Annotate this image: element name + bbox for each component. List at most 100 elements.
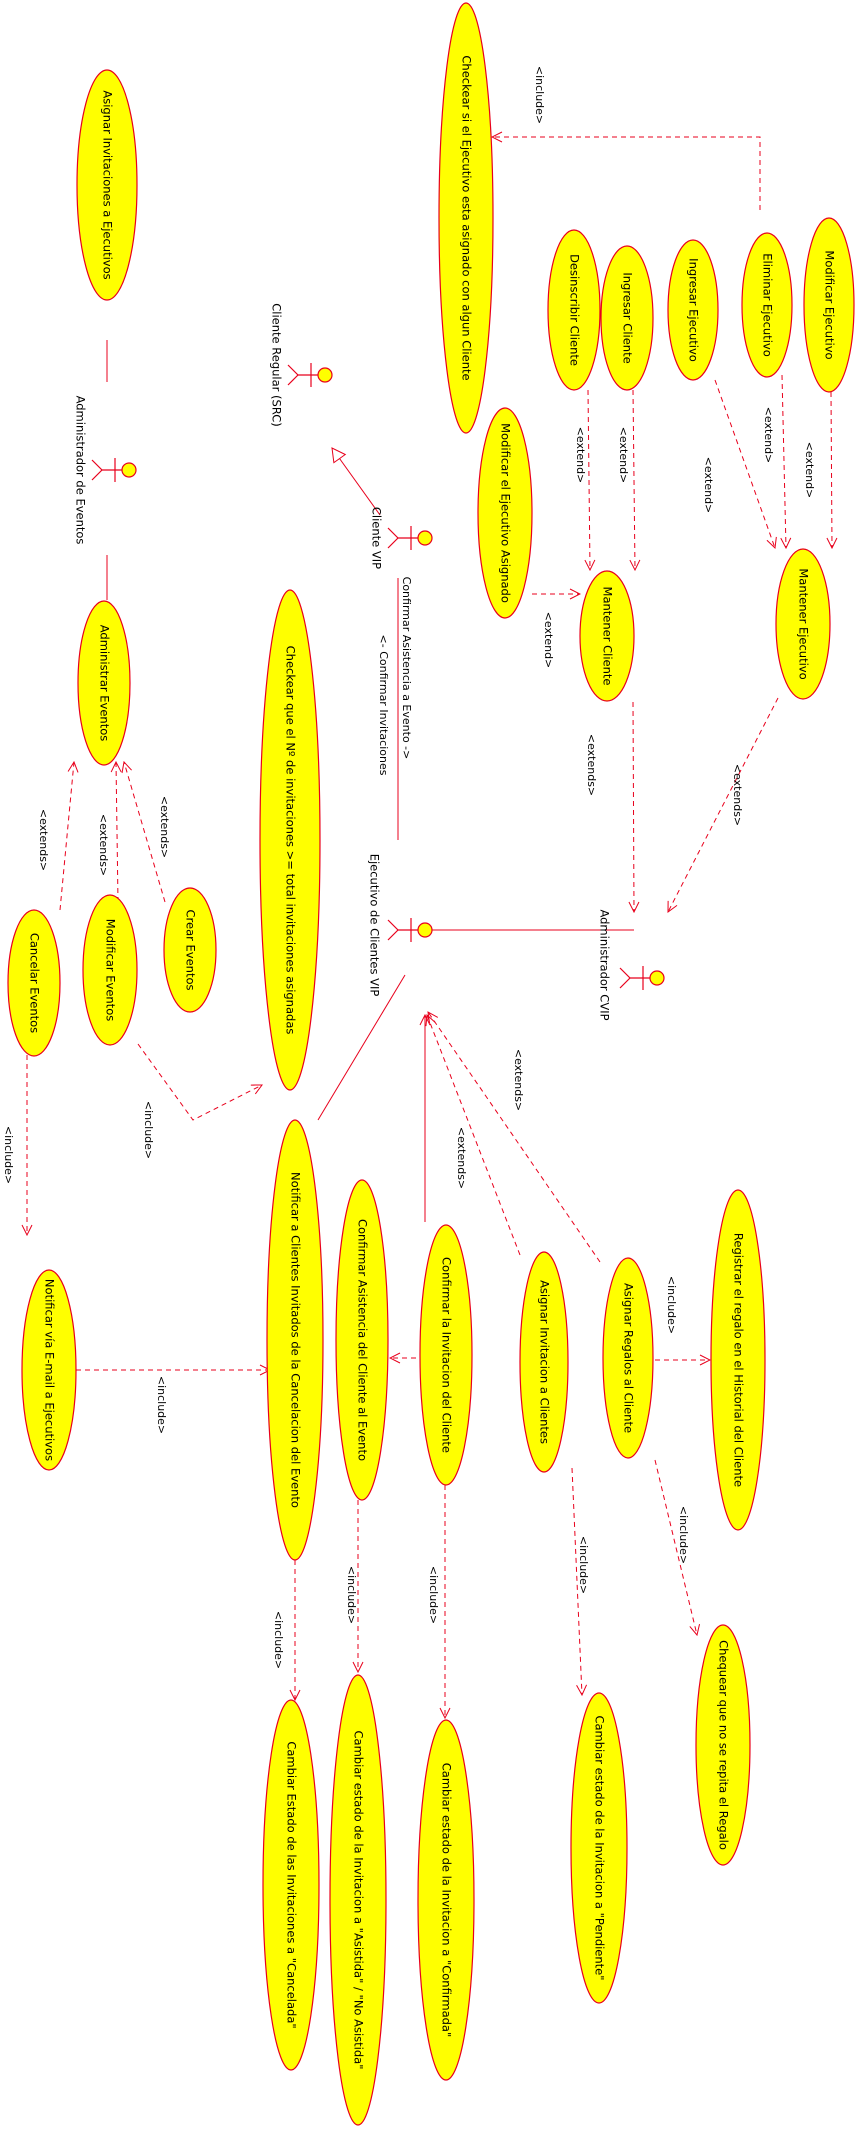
use-case-modificar-ejecutivo-asignado[interactable]: Modificar el Ejecutivo Asignado: [477, 407, 533, 619]
extend-arrow-mantener-ejecutivo: [668, 697, 779, 912]
use-case-modificar-ejecutivo[interactable]: Modificar Ejecutivo: [803, 217, 855, 393]
label-extend-eliminar-ejecutivo: <extend>: [762, 407, 775, 464]
label-extends-asignar: <extends>: [512, 1049, 525, 1111]
actor-label-administrador-cvip: Administrador CVIP: [598, 909, 612, 1020]
use-case-label: Asignar Invitaciones a Ejecutivos: [101, 90, 115, 279]
use-case-label: Confirmar Asistencia del Cliente al Even…: [356, 1219, 370, 1461]
use-case-cambiar-pendiente[interactable]: Cambiar estado de la Invitacion a "Pendi…: [570, 1692, 628, 2004]
label-include-asistida: <include>: [345, 1566, 358, 1624]
actor-ejecutivo-vip[interactable]: [387, 918, 433, 942]
use-case-asignar-invitacion-clientes[interactable]: Asignar Invitacion a Clientes: [519, 1251, 569, 1473]
actor-label-cliente-vip: Cliente VIP: [370, 507, 384, 569]
label-include-modificar: <include>: [142, 1101, 155, 1159]
use-case-label: Asignar Invitacion a Clientes: [538, 1280, 552, 1444]
use-case-asignar-regalos[interactable]: Asignar Regalos al Cliente: [602, 1257, 654, 1459]
use-case-label: Cambiar Estado de las Invitaciones a "Ca…: [285, 1741, 299, 2028]
label-include-pendiente: <include>: [577, 1536, 590, 1594]
message-confirmar-asistencia: Confirmar Asistencia a Evento ->: [400, 577, 413, 760]
use-case-label: Checkear si el Ejecutivo esta asignado c…: [460, 55, 474, 380]
use-case-notificar-clientes[interactable]: Notificar a Clientes Invitados de la Can…: [266, 1119, 324, 1561]
use-case-cambiar-confirmada[interactable]: Cambiar estado de la Invitacion a "Confi…: [417, 1719, 475, 2081]
label-extends-cancelar: <extends>: [37, 809, 50, 871]
extend-arrow-asignar-invitacion: [427, 1015, 521, 1256]
use-case-label: Mantener Ejecutivo: [797, 568, 811, 679]
use-case-label: Eliminar Ejecutivo: [761, 253, 775, 356]
actor-cliente-regular[interactable]: [287, 363, 333, 387]
label-include-top: <include>: [533, 66, 546, 124]
label-extends-crear: <extends>: [158, 796, 171, 858]
message-confirmar-invitaciones: <- Confirmar Invitaciones: [377, 635, 390, 776]
use-case-label: Cambiar estado de la Invitacion a "Confi…: [440, 1763, 454, 2037]
include-arrow-chequear: [654, 1459, 697, 1635]
use-case-confirmar-asistencia[interactable]: Confirmar Asistencia del Cliente al Even…: [335, 1179, 389, 1501]
use-case-eliminar-ejecutivo[interactable]: Eliminar Ejecutivo: [741, 232, 793, 378]
generalization-vip-regular: [331, 447, 381, 516]
label-extend-ingresar-cliente: <extend>: [617, 427, 630, 484]
use-case-label: Notificar vía E-mail a Ejecutivos: [43, 1279, 57, 1461]
label-include-confirmada: <include>: [427, 1566, 440, 1624]
use-case-label: Confirmar la Invitacion del Cliente: [440, 1257, 454, 1453]
actor-label-ejecutivo-vip: Ejecutivo de Clientes VIP: [368, 854, 382, 997]
use-case-mantener-ejecutivo[interactable]: Mantener Ejecutivo: [775, 548, 831, 700]
use-case-label: Modificar Eventos: [104, 919, 118, 1021]
use-case-label: Desinscribir Cliente: [568, 254, 582, 366]
actor-cliente-vip[interactable]: [387, 526, 433, 550]
use-case-label: Mantener Cliente: [601, 587, 615, 686]
label-include-email: <include>: [155, 1376, 168, 1434]
use-case-label: Cambiar estado de la Invitacion a "Pendi…: [593, 1715, 607, 1980]
use-case-asignar-invitaciones[interactable]: Asignar Invitaciones a Ejecutivos: [76, 69, 138, 301]
label-extend-desinscribir: <extend>: [574, 427, 587, 484]
actor-label-administrador-eventos: Administrador de Eventos: [74, 396, 88, 545]
use-case-administrar-eventos[interactable]: Administrar Eventos: [77, 600, 131, 766]
use-case-cambiar-asistida[interactable]: Cambiar estado de la Invitacion a "Asist…: [329, 1674, 387, 2126]
include-arrow-modificar-checkear: [137, 1043, 262, 1121]
use-case-cancelar-eventos[interactable]: Cancelar Eventos: [7, 909, 61, 1057]
use-case-desinscribir-cliente[interactable]: Desinscribir Cliente: [547, 229, 601, 391]
extend-arrow-modificar-eventos: [116, 762, 118, 903]
extend-arrow-ingresar-ejecutivo: [714, 379, 775, 548]
label-extend-modificar-ejecutivo: <extend>: [803, 442, 816, 499]
use-case-label: Administrar Eventos: [98, 625, 112, 741]
use-case-checkear-ejecutivo-asignado[interactable]: Checkear si el Ejecutivo esta asignado c…: [438, 2, 494, 434]
use-case-registrar-regalo[interactable]: Registrar el regalo en el Historial del …: [710, 1189, 766, 1531]
use-case-label: Checkear que el Nº de invitaciones >= to…: [284, 646, 298, 1035]
use-case-confirmar-invitacion[interactable]: Confirmar la Invitacion del Cliente: [419, 1224, 473, 1486]
use-case-label: Registrar el regalo en el Historial del …: [732, 1233, 746, 1487]
use-case-label: Notificar a Clientes Invitados de la Can…: [289, 1172, 303, 1508]
use-case-cambiar-cancelada[interactable]: Cambiar Estado de las Invitaciones a "Ca…: [262, 1699, 320, 2071]
label-include-cancelada: <include>: [272, 1611, 285, 1669]
actor-administrador-eventos[interactable]: [91, 458, 137, 482]
extend-arrow-cancelar: [59, 762, 74, 911]
label-extends-mantener-ejecutivo: <extends>: [731, 764, 744, 826]
use-case-label: Chequear que no se repita el Regalo: [717, 1640, 731, 1850]
extend-arrow-desinscribir: [588, 389, 590, 570]
actor-label-cliente-regular: Cliente Regular (SRC): [270, 303, 284, 427]
use-case-label: Ingresar Ejecutivo: [687, 258, 701, 362]
extend-arrow-crear: [124, 762, 166, 903]
use-case-ingresar-cliente[interactable]: Ingresar Cliente: [600, 245, 654, 391]
label-extend-ingresar-ejecutivo: <extend>: [702, 457, 715, 514]
use-case-label: Ingresar Cliente: [621, 272, 635, 363]
use-case-label: Asignar Regalos al Cliente: [622, 1283, 636, 1433]
extend-arrow-eliminar-ejecutivo: [782, 374, 786, 548]
label-extends-mantener-cliente: <extends>: [585, 734, 598, 796]
use-case-notificar-email[interactable]: Notificar vía E-mail a Ejecutivos: [21, 1269, 77, 1471]
include-arrow-checkear-ejecutivo: [492, 137, 761, 210]
use-case-ingresar-ejecutivo[interactable]: Ingresar Ejecutivo: [667, 239, 719, 381]
use-case-checkear-invitaciones[interactable]: Checkear que el Nº de invitaciones >= to…: [259, 589, 321, 1091]
extend-arrow-modificar-ejecutivo: [831, 391, 832, 548]
use-case-crear-eventos[interactable]: Crear Eventos: [163, 887, 217, 1013]
assoc-notificar-ejecutivo: [317, 974, 406, 1121]
include-arrow-pendiente: [571, 1467, 582, 1695]
use-case-label: Cancelar Eventos: [28, 933, 42, 1033]
use-case-modificar-eventos[interactable]: Modificar Eventos: [82, 894, 138, 1046]
use-case-label: Modificar el Ejecutivo Asignado: [499, 423, 513, 603]
extend-arrow-mantener-cliente: [633, 701, 634, 912]
label-extends-confirmar: <extends>: [455, 1127, 468, 1189]
use-case-mantener-cliente[interactable]: Mantener Cliente: [579, 570, 635, 702]
use-case-chequear-regalo[interactable]: Chequear que no se repita el Regalo: [695, 1624, 751, 1866]
label-extend-modificar-asignado: <extend>: [542, 612, 555, 669]
actor-administrador-cvip[interactable]: [619, 966, 665, 990]
label-extends-modificar: <extends>: [97, 814, 110, 876]
